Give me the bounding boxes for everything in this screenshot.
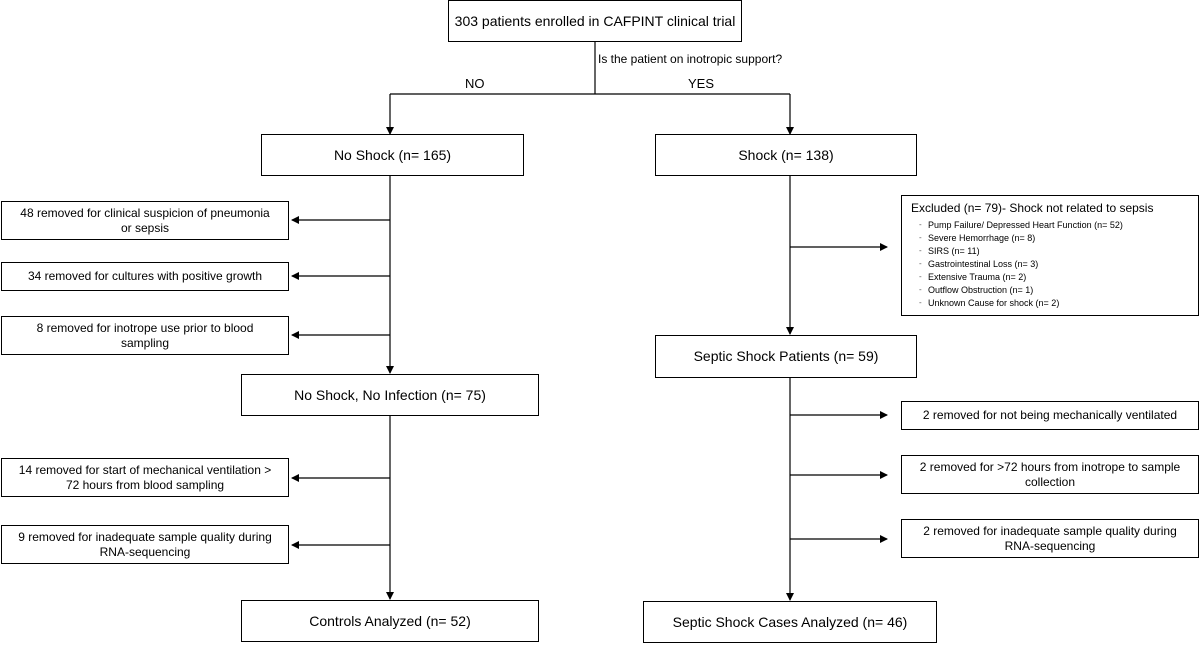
excluded-reason: Extensive Trauma (n= 2) xyxy=(919,270,1190,284)
box-no-shock: No Shock (n= 165) xyxy=(261,134,524,176)
branch-label-yes: YES xyxy=(688,76,715,91)
branch-label-no: NO xyxy=(465,76,485,91)
box-right-exclusion-3: 2 removed for inadequate sample quality … xyxy=(901,519,1199,558)
box-left-exclusion-1: 48 removed for clinical suspicion of pne… xyxy=(1,201,289,240)
controls-analyzed-text: Controls Analyzed (n= 52) xyxy=(309,612,471,629)
right-exclusion-1-text: 2 removed for not being mechanically ven… xyxy=(922,408,1178,422)
box-shock-text: Shock (n= 138) xyxy=(738,146,834,163)
excluded-reason: SIRS (n= 11) xyxy=(919,244,1190,258)
box-right-exclusion-2: 2 removed for >72 hours from inotrope to… xyxy=(901,455,1199,494)
excluded-reason: Outflow Obstruction (n= 1) xyxy=(919,283,1190,297)
box-left-exclusion-4: 14 removed for start of mechanical venti… xyxy=(1,458,289,497)
excluded-title: Excluded (n= 79)- Shock not related to s… xyxy=(911,201,1154,215)
right-exclusion-3-text: 2 removed for inadequate sample quality … xyxy=(923,523,1177,553)
box-left-exclusion-2: 34 removed for cultures with positive gr… xyxy=(1,262,289,291)
inotropic-support-question: Is the patient on inotropic support? xyxy=(598,52,783,66)
excluded-reasons-list: Pump Failure/ Depressed Heart Function (… xyxy=(910,218,1190,310)
left-exclusion-3-text: 8 removed for inotrope use prior to bloo… xyxy=(36,320,254,350)
box-controls-analyzed: Controls Analyzed (n= 52) xyxy=(241,600,539,642)
box-excluded-not-sepsis: Excluded (n= 79)- Shock not related to s… xyxy=(901,195,1199,316)
left-exclusion-1-text: 48 removed for clinical suspicion of pne… xyxy=(20,205,270,235)
box-shock: Shock (n= 138) xyxy=(655,134,917,176)
box-enrolled-text: 303 patients enrolled in CAFPINT clinica… xyxy=(454,12,736,29)
box-enrolled: 303 patients enrolled in CAFPINT clinica… xyxy=(448,0,742,42)
excluded-reason: Gastrointestinal Loss (n= 3) xyxy=(919,257,1190,271)
box-left-exclusion-3: 8 removed for inotrope use prior to bloo… xyxy=(1,316,289,355)
no-shock-no-infection-text: No Shock, No Infection (n= 75) xyxy=(294,386,486,403)
box-left-exclusion-5: 9 removed for inadequate sample quality … xyxy=(1,525,289,564)
box-septic-cases-analyzed: Septic Shock Cases Analyzed (n= 46) xyxy=(643,601,937,643)
box-right-exclusion-1: 2 removed for not being mechanically ven… xyxy=(901,401,1199,430)
septic-cases-analyzed-text: Septic Shock Cases Analyzed (n= 46) xyxy=(672,613,908,630)
septic-shock-patients-text: Septic Shock Patients (n= 59) xyxy=(693,348,879,364)
box-septic-shock-patients: Septic Shock Patients (n= 59) xyxy=(655,335,917,378)
left-exclusion-5-text: 9 removed for inadequate sample quality … xyxy=(18,529,272,559)
left-exclusion-2-text: 34 removed for cultures with positive gr… xyxy=(27,269,263,283)
box-no-shock-no-infection: No Shock, No Infection (n= 75) xyxy=(241,374,539,416)
right-exclusion-2-text: 2 removed for >72 hours from inotrope to… xyxy=(919,459,1181,489)
box-no-shock-text: No Shock (n= 165) xyxy=(333,146,452,163)
excluded-reason: Pump Failure/ Depressed Heart Function (… xyxy=(919,218,1190,232)
excluded-reason: Severe Hemorrhage (n= 8) xyxy=(919,231,1190,245)
excluded-reason: Unknown Cause for shock (n= 2) xyxy=(919,296,1190,310)
left-exclusion-4-text: 14 removed for start of mechanical venti… xyxy=(18,462,272,492)
